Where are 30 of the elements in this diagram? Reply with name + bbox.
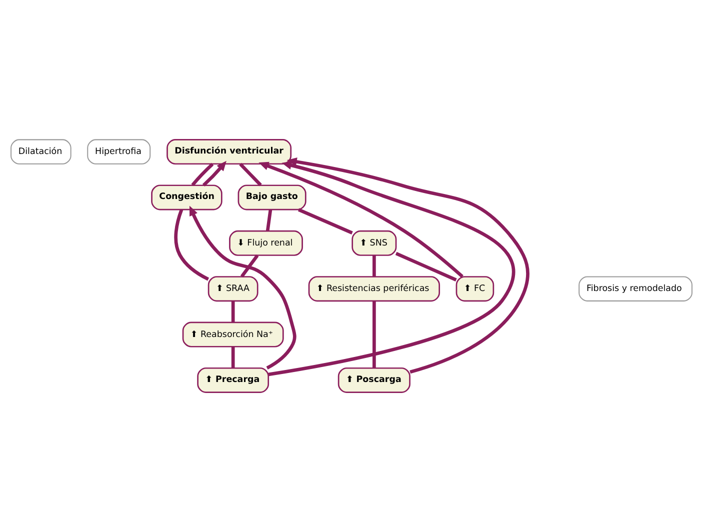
connector [240, 254, 259, 277]
node-box: ⬆ SNS [352, 230, 397, 256]
arrow [268, 160, 515, 376]
arrow [258, 161, 464, 278]
connector [298, 208, 353, 234]
arrow [202, 160, 226, 186]
node-box: Dilatación [10, 138, 72, 164]
connector [174, 208, 210, 280]
node-box: Congestión [151, 184, 222, 210]
connector [231, 346, 235, 368]
node-box: Hipertrofia [87, 138, 151, 164]
node-box: Disfunción ventricular [166, 138, 292, 164]
connector [395, 251, 457, 281]
node-box: ⬆ Precarga [197, 366, 270, 392]
node-box: ⬆ Resistencias periféricas [308, 276, 440, 302]
connector [266, 209, 272, 230]
connector [231, 300, 235, 322]
node-box: Bajo gasto [238, 184, 306, 210]
connector [372, 254, 376, 276]
node-box: Fibrosis y remodelado [578, 276, 692, 301]
arrow [286, 156, 530, 374]
node-box: ⬆ FC [456, 276, 494, 302]
arrow [190, 205, 296, 370]
node-box: ⬆ Poscarga [338, 366, 410, 392]
node-box: ⬆ SRAA [208, 276, 258, 302]
connector [239, 162, 262, 186]
connector [372, 300, 376, 368]
node-box: ⬆ Reabsorción Na⁺ [182, 321, 284, 347]
connector [191, 162, 214, 186]
node-box: ⬇ Flujo renal [229, 230, 303, 256]
